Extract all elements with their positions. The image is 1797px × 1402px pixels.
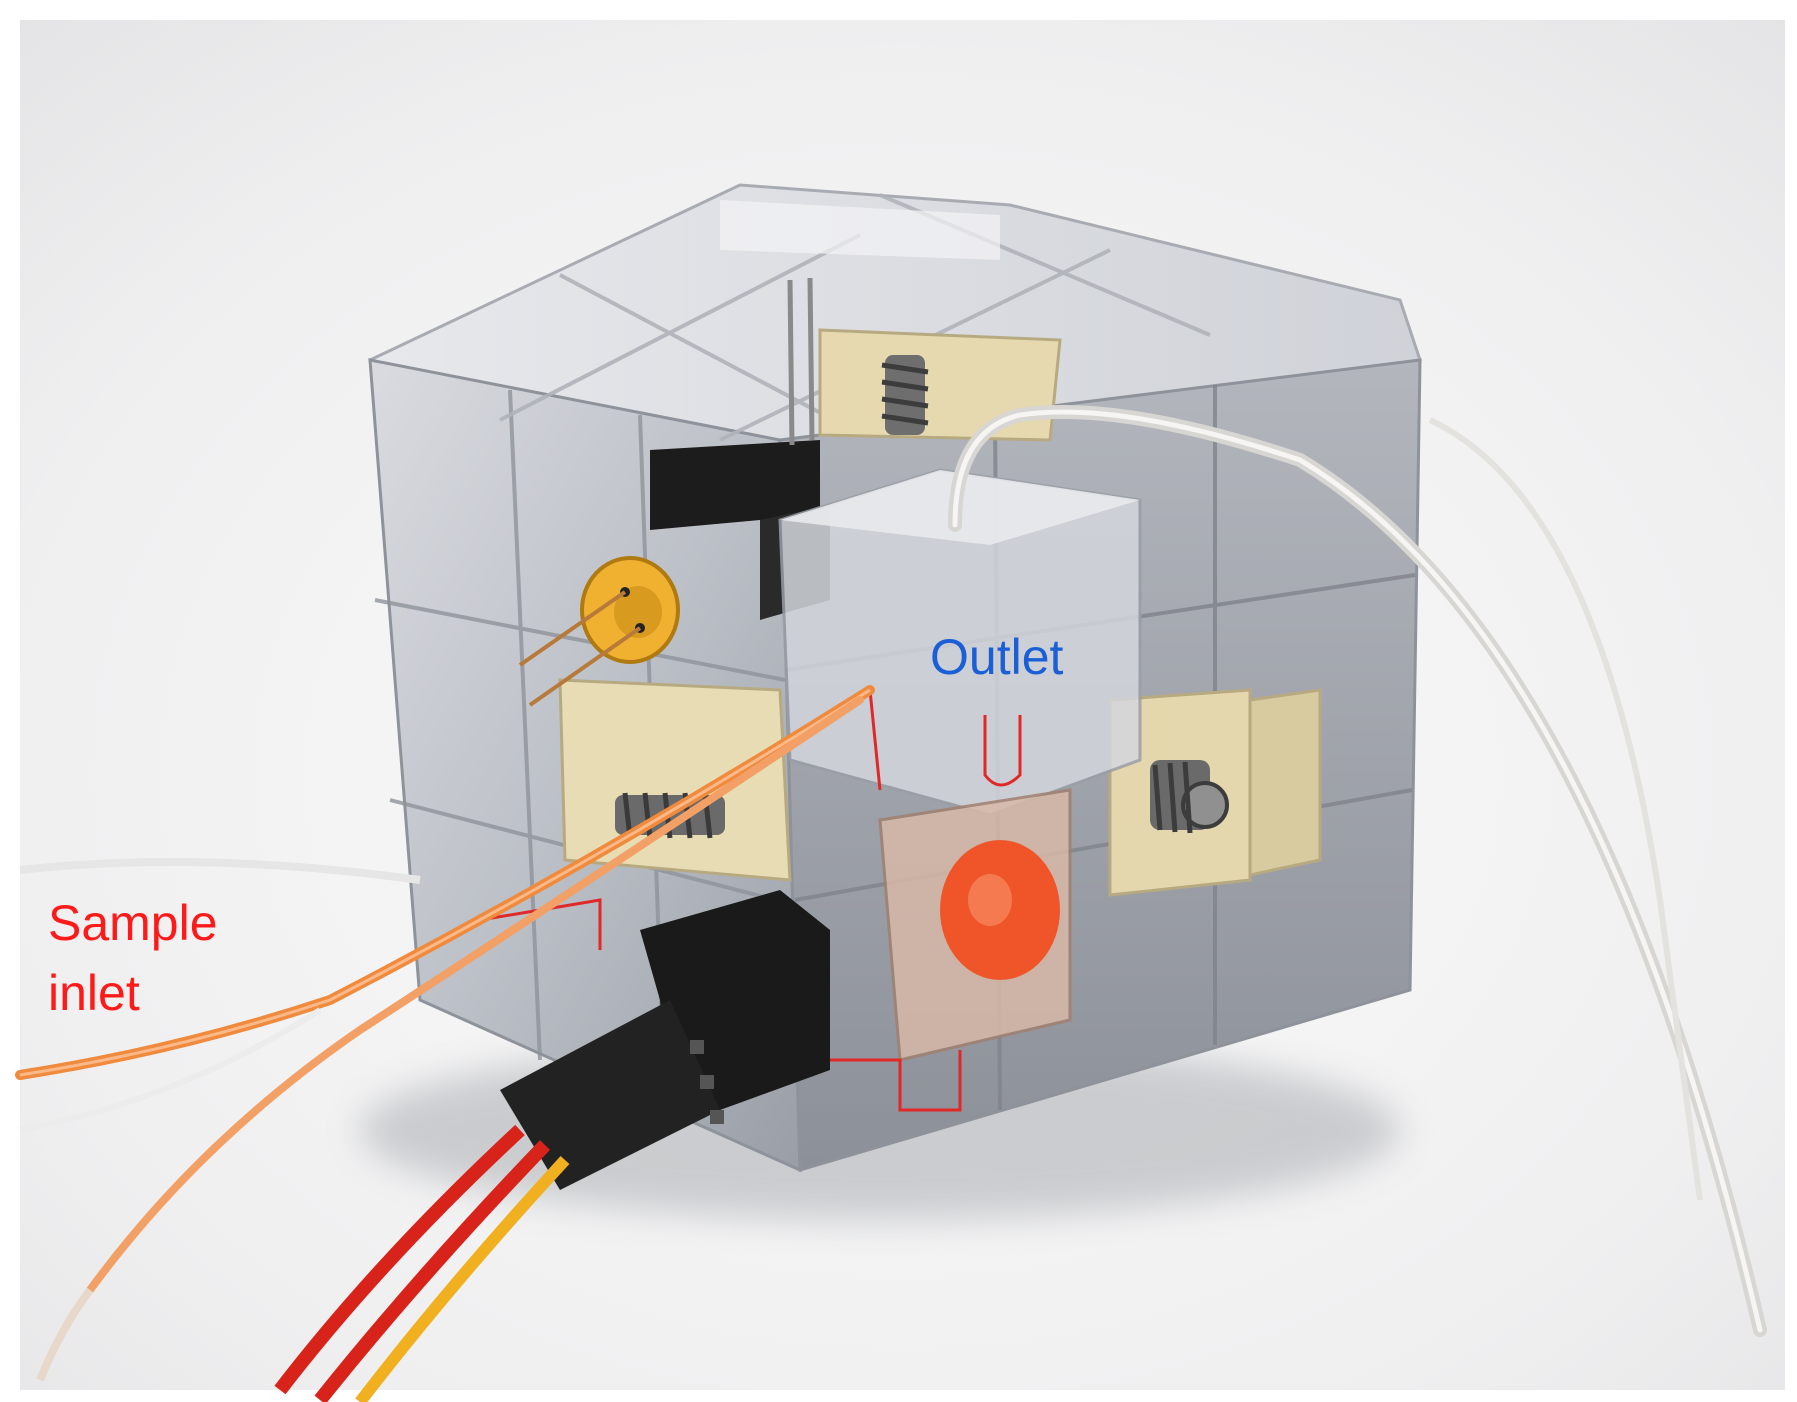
sample-inlet-label-line1: Sample <box>48 895 218 951</box>
outlet-label: Outlet <box>930 629 1064 685</box>
sample-inlet-label-line2: inlet <box>48 965 140 1021</box>
spring-screw-right <box>1150 760 1229 834</box>
pcb-board-top <box>818 328 1062 442</box>
wire-connector <box>274 890 830 1402</box>
wire-red-2 <box>314 1140 551 1402</box>
microchannel <box>868 689 1022 791</box>
wire-yellow <box>355 1155 570 1402</box>
wire-red <box>274 1124 525 1395</box>
orange-tubing-second <box>86 696 864 1294</box>
spring-screw-top <box>881 355 929 435</box>
laser-diode <box>518 556 680 707</box>
sample-chamber <box>479 788 1072 1112</box>
front-acrylic-block <box>778 468 1142 817</box>
